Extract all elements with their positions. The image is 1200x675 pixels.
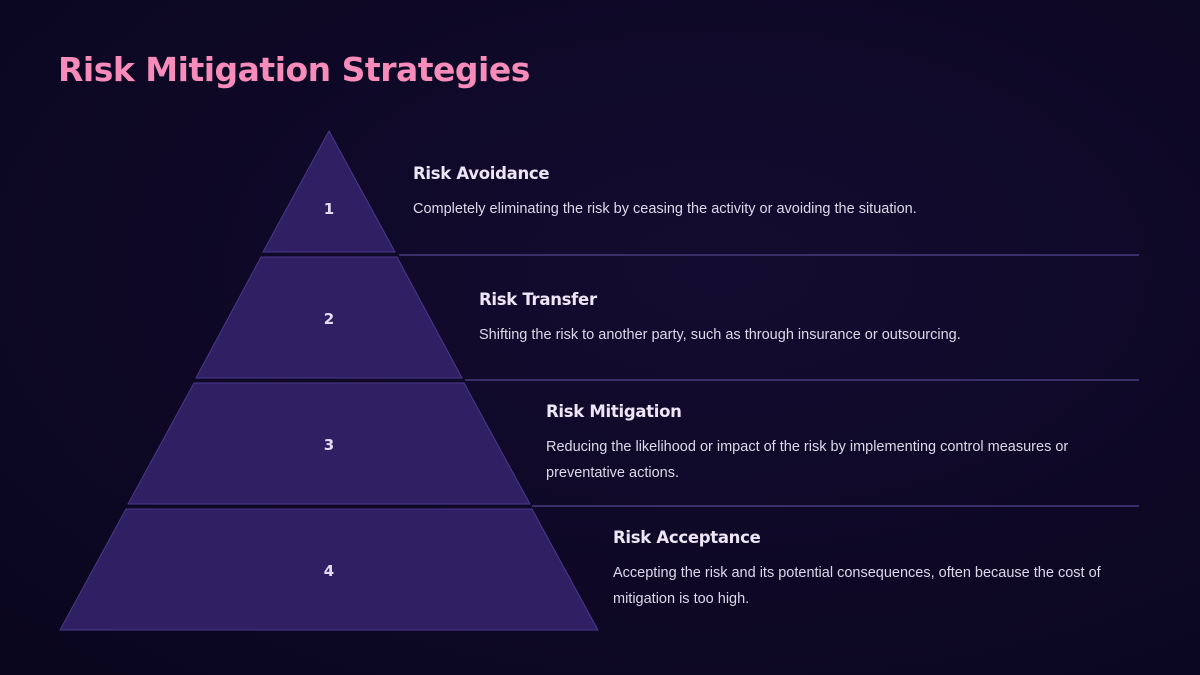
level-description: Completely eliminating the risk by ceasi… (413, 201, 917, 217)
divider-2 (465, 379, 1139, 381)
level-title: Risk Transfer (479, 290, 597, 309)
slide-title: Risk Mitigation Strategies (58, 50, 530, 89)
level-item-2: Risk Transfer Shifting the risk to anoth… (479, 290, 1119, 348)
pyramid-level-1 (262, 129, 396, 253)
pyramid-level-4 (59, 508, 599, 631)
level-title: Risk Mitigation (546, 402, 682, 421)
level-number-3: 3 (323, 436, 335, 454)
level-number-2: 2 (323, 310, 335, 328)
level-description: Accepting the risk and its potential con… (613, 565, 1101, 607)
pyramid-level-2 (195, 256, 463, 379)
level-number-4: 4 (323, 562, 335, 580)
level-item-3: Risk Mitigation Reducing the likelihood … (546, 402, 1121, 486)
divider-1 (399, 254, 1139, 256)
divider-3 (532, 505, 1139, 507)
level-title: Risk Avoidance (413, 164, 550, 183)
level-item-4: Risk Acceptance Accepting the risk and i… (613, 528, 1133, 612)
level-item-1: Risk Avoidance Completely eliminating th… (413, 164, 1113, 222)
pyramid-level-3 (127, 382, 531, 505)
level-title: Risk Acceptance (613, 528, 761, 547)
level-number-1: 1 (323, 200, 335, 218)
level-description: Reducing the likelihood or impact of the… (546, 439, 1069, 481)
level-description: Shifting the risk to another party, such… (479, 327, 961, 343)
